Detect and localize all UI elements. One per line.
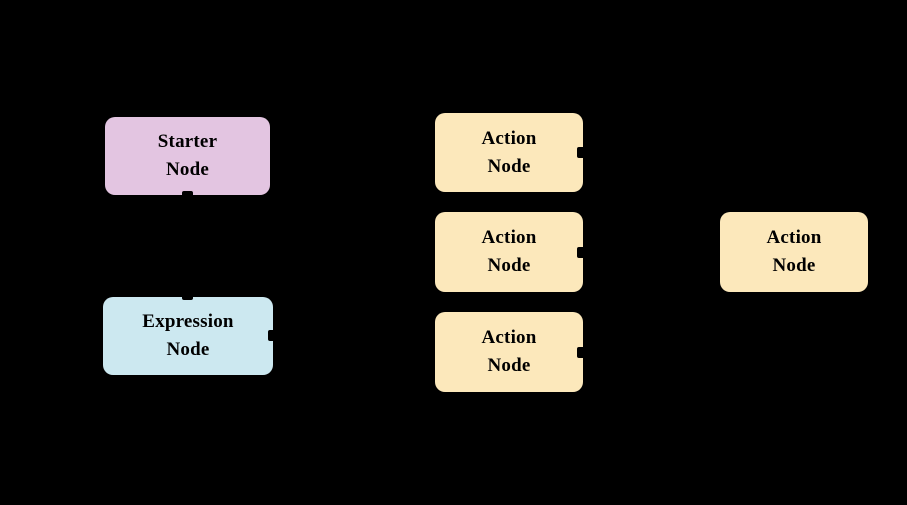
node-action-4[interactable]: Action Node xyxy=(720,212,868,292)
node-action-1-label-line1: Action xyxy=(481,127,537,149)
node-starter-label-line1: Starter xyxy=(157,131,218,153)
node-starter[interactable]: Starter Node xyxy=(105,117,270,195)
node-action-2-label-line2: Node xyxy=(487,255,531,276)
node-action-2[interactable]: Action Node xyxy=(435,212,583,292)
node-action-4-label-line1: Action xyxy=(766,227,822,249)
node-expression-label-line2: Node xyxy=(166,339,210,360)
node-starter-label-line2: Node xyxy=(165,159,210,180)
node-action-4-label-line2: Node xyxy=(772,255,816,276)
node-action-2-label-line1: Action xyxy=(481,227,537,249)
node-action-1-label-line2: Node xyxy=(487,155,531,177)
node-expression-label-line1: Expression xyxy=(142,311,234,333)
node-action-3[interactable]: Action Node xyxy=(435,312,583,392)
node-action-3-label-line2: Node xyxy=(487,355,531,376)
node-expression[interactable]: Expression Node xyxy=(103,297,273,375)
node-action-3-label-line1: Action xyxy=(481,327,537,349)
node-action-1[interactable]: Action Node xyxy=(435,113,583,192)
